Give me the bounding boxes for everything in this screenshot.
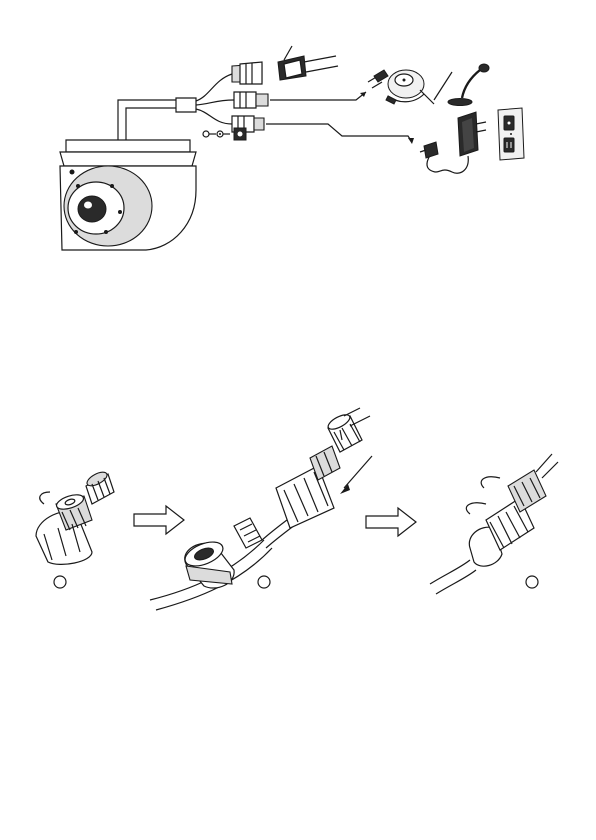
step-2-illustration [150, 408, 372, 610]
step-3-number-circle [526, 576, 538, 588]
step-2-number-circle [258, 576, 270, 588]
step-arrow-2 [366, 508, 416, 536]
step-1-number-circle [54, 576, 66, 588]
step-arrow-1 [134, 506, 184, 534]
step-1-illustration [36, 469, 114, 564]
step-3-illustration [430, 454, 558, 594]
